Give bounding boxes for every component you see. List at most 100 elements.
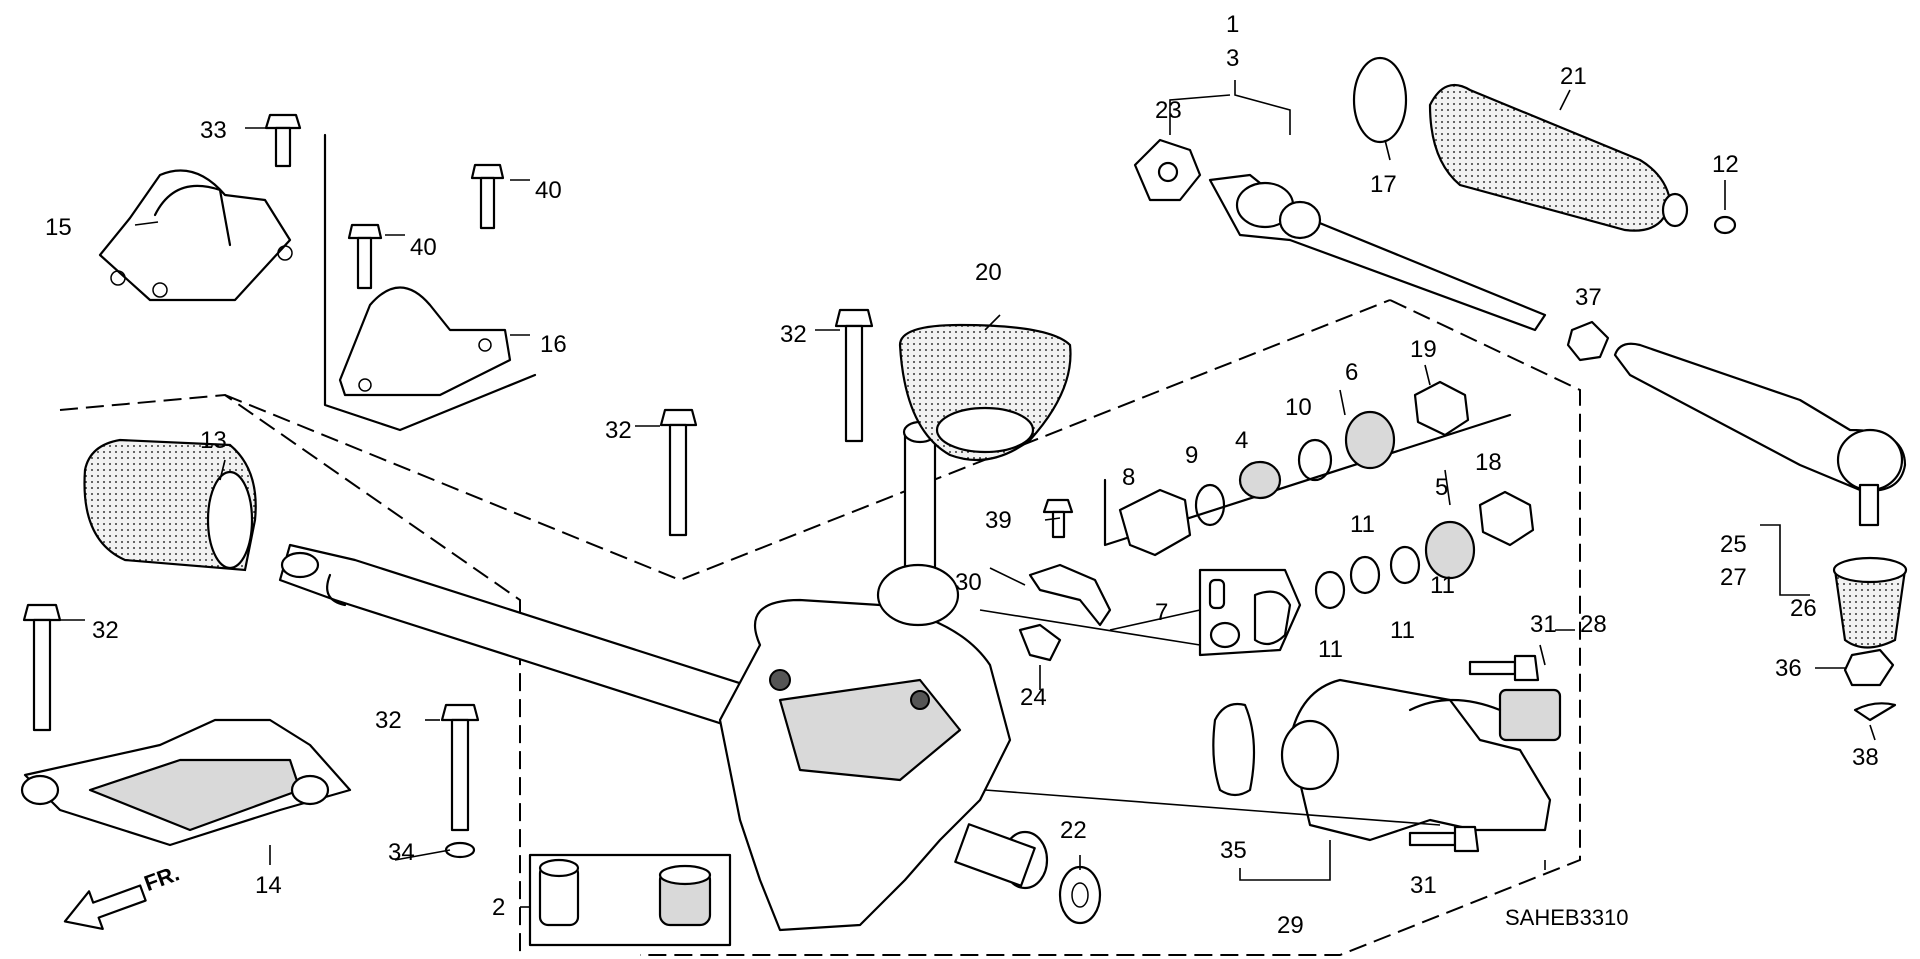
bracket-30	[1028, 563, 1112, 627]
bolt-40-a	[470, 163, 505, 230]
callout-11-a: 11	[1350, 511, 1375, 538]
ring-11-a	[1389, 545, 1421, 585]
callout-4: 4	[1235, 427, 1248, 454]
spool-7	[1208, 578, 1292, 649]
stiffener-plate-14	[20, 718, 352, 847]
mount-bracket-16	[338, 286, 512, 397]
callout-35: 35	[1220, 837, 1247, 864]
bolt-39	[1042, 498, 1074, 539]
bolt-40-b	[347, 223, 383, 290]
callout-40-b: 40	[410, 234, 437, 261]
callout-31-a: 31	[1530, 611, 1557, 638]
bolt-33	[264, 113, 302, 168]
callout-32-a: 32	[780, 321, 807, 348]
bolt-31-upper	[1468, 654, 1540, 682]
callout-3: 3	[1226, 45, 1239, 72]
bolt-31-lower	[1408, 825, 1480, 853]
callout-21: 21	[1560, 63, 1587, 90]
rack-top-frame	[224, 299, 1391, 582]
callout-13: 13	[200, 427, 227, 454]
fr-label: FR.	[141, 860, 183, 896]
callout-24: 24	[1020, 684, 1047, 711]
callout-6: 6	[1345, 359, 1358, 386]
nut-18	[1478, 490, 1535, 547]
callout-28: 28	[1580, 611, 1607, 638]
tie-rod-end	[1613, 342, 1907, 527]
seal-10	[1297, 438, 1333, 482]
callout-7: 7	[1155, 599, 1168, 626]
boot-clamp-12	[1713, 215, 1737, 235]
callout-23: 23	[1155, 97, 1182, 124]
callout-10: 10	[1285, 394, 1312, 421]
callout-30: 30	[955, 569, 982, 596]
assist-motor-29	[1280, 678, 1562, 842]
callout-34: 34	[388, 839, 415, 866]
mount-bracket-15	[98, 169, 293, 302]
castle-nut-36	[1843, 648, 1895, 687]
bolt-32-lower	[440, 703, 480, 859]
gasket-35	[1212, 702, 1256, 797]
callout-32-d: 32	[375, 707, 402, 734]
boot-clip-17	[1352, 56, 1408, 144]
front-direction-indicator: FR.	[63, 860, 183, 931]
cup-6	[1344, 410, 1396, 470]
callout-39: 39	[985, 507, 1012, 534]
callout-12: 12	[1712, 151, 1739, 178]
callout-15: 15	[45, 214, 72, 241]
callout-labels: 1 3 23 21 17 12 33 40 40 15 16 20 32 32 …	[45, 11, 1879, 939]
callout-11-d: 11	[1430, 572, 1455, 599]
callout-36: 36	[1775, 655, 1802, 682]
clip-24	[1018, 623, 1062, 662]
bolt-32-left	[22, 603, 62, 732]
tie-rod-boot-21	[1428, 83, 1689, 232]
washer-22	[1058, 865, 1102, 925]
callout-27: 27	[1720, 564, 1747, 591]
bushing-box-2	[528, 853, 732, 947]
callout-5: 5	[1435, 474, 1448, 501]
callout-32-c: 32	[92, 617, 119, 644]
lock-washer-23	[1133, 138, 1202, 202]
callout-22: 22	[1060, 817, 1087, 844]
ring-11-c	[1314, 570, 1346, 610]
callout-40-a: 40	[535, 177, 562, 204]
callout-31-b: 31	[1410, 872, 1437, 899]
callout-19: 19	[1410, 336, 1437, 363]
callout-9: 9	[1185, 442, 1198, 469]
cotter-pin-38	[1853, 702, 1897, 722]
leader-lines	[60, 80, 1876, 908]
callout-37: 37	[1575, 284, 1602, 311]
bushing-2-b	[658, 864, 712, 927]
ring-11-b	[1349, 555, 1381, 595]
o-ring-9	[1194, 483, 1226, 527]
bolt-32-top	[834, 308, 874, 443]
callout-11-b: 11	[1318, 636, 1343, 663]
cup-5	[1424, 520, 1476, 580]
bushing-2-a	[538, 858, 580, 927]
callout-11-c: 11	[1390, 617, 1415, 644]
lock-nut-37	[1566, 320, 1610, 362]
callout-2: 2	[492, 894, 505, 921]
ball-joint-boot-26	[1832, 556, 1908, 649]
callout-16: 16	[540, 331, 567, 358]
main-rack-frame	[59, 393, 521, 959]
callout-38: 38	[1852, 744, 1879, 771]
callout-25: 25	[1720, 531, 1747, 558]
callout-18: 18	[1475, 449, 1502, 476]
callout-33: 33	[200, 117, 227, 144]
seal-20	[898, 323, 1072, 462]
callout-8: 8	[1122, 464, 1135, 491]
bracket-frame-16	[323, 133, 537, 432]
gear-housing	[718, 420, 1049, 932]
diagram-code: SAHEB3310	[1505, 905, 1629, 930]
callout-29: 29	[1277, 912, 1304, 939]
valve-group-7-frame	[1198, 568, 1302, 657]
callout-26: 26	[1790, 595, 1817, 622]
callout-14: 14	[255, 872, 282, 899]
bolt-32-mid	[659, 408, 698, 537]
callout-20: 20	[975, 259, 1002, 286]
inner-kit-frame	[640, 299, 1581, 956]
spring-4	[1238, 460, 1282, 500]
callout-17: 17	[1370, 171, 1397, 198]
